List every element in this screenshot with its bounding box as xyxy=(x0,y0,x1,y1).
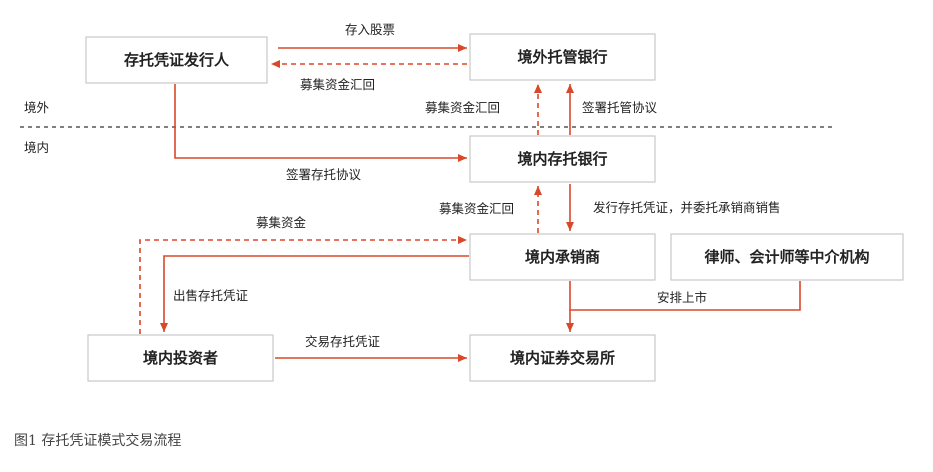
edge-sell-receipts xyxy=(160,255,469,332)
edge-raise-funds-bank-label: 募集资金汇回 xyxy=(439,201,514,216)
node-exchange: 境内证券交易所 xyxy=(469,334,656,382)
edge-sell-receipts-label: 出售存托凭证 xyxy=(173,288,249,303)
node-investor-label: 境内投资者 xyxy=(143,349,218,367)
node-domestic-bank: 境内存托银行 xyxy=(469,135,656,183)
node-underwriter-label: 境内承销商 xyxy=(525,248,600,266)
node-overseas-bank: 境外托管银行 xyxy=(469,33,656,81)
node-exchange-label: 境内证券交易所 xyxy=(510,349,615,367)
edge-raise-funds-label: 募集资金 xyxy=(256,215,307,230)
edge-arrange-listing-label: 安排上市 xyxy=(657,290,707,305)
node-issuer: 存托凭证发行人 xyxy=(85,36,268,84)
node-underwriter: 境内承销商 xyxy=(469,233,656,281)
node-domestic-bank-label: 境内存托银行 xyxy=(517,150,607,168)
node-investor: 境内投资者 xyxy=(87,334,274,382)
edge-raise-funds xyxy=(139,236,467,334)
node-advisors-label: 律师、会计师等中介机构 xyxy=(703,248,869,266)
node-overseas-bank-label: 境外托管银行 xyxy=(517,48,607,66)
region-label-domestic: 境内 xyxy=(24,140,49,155)
edge-arrange-listing-connector xyxy=(569,281,801,311)
edge-raise-funds-up-label: 募集资金汇回 xyxy=(425,100,500,115)
edge-deposit-shares-label: 存入股票 xyxy=(345,22,395,37)
edge-deposit-agreement-label: 签署存托协议 xyxy=(286,167,362,182)
edge-raise-funds-back-label: 募集资金汇回 xyxy=(300,77,375,92)
edge-issue-entrust-label: 发行存托凭证，并委托承销商销售 xyxy=(593,200,781,215)
edge-deposit-agreement xyxy=(174,84,467,162)
node-advisors: 律师、会计师等中介机构 xyxy=(670,233,904,281)
edge-custody-agreement-label: 签署托管协议 xyxy=(582,100,658,115)
figure-caption: 图1 存托凭证模式交易流程 xyxy=(14,433,182,449)
edge-trade-receipts-label: 交易存托凭证 xyxy=(305,334,381,349)
region-label-overseas: 境外 xyxy=(24,100,50,115)
node-issuer-label: 存托凭证发行人 xyxy=(124,51,230,69)
